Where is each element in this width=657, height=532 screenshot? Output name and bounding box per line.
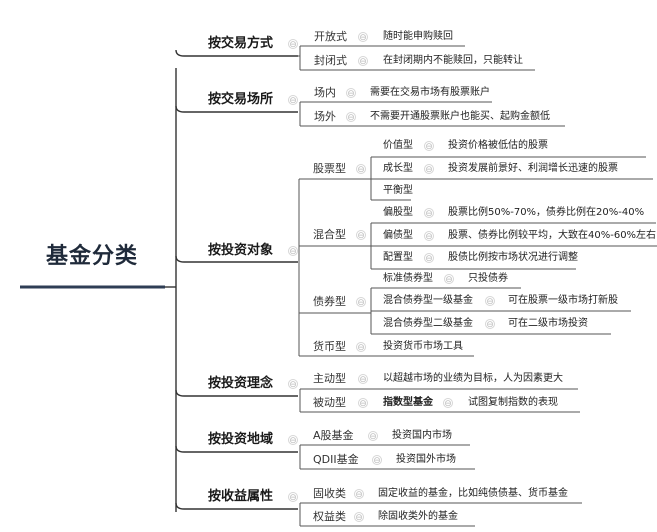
node-closed-end: 封闭式	[314, 54, 347, 67]
node-a-share: A股基金	[313, 429, 354, 442]
desc-mixed-bond-2: 可在二级市场投资	[508, 318, 588, 329]
node-bond-fund: 债券型	[313, 295, 346, 308]
collapse-icon[interactable]: ⊖	[424, 208, 434, 219]
collapse-icon[interactable]: ⊖	[424, 164, 434, 175]
desc-open-end: 随时能申购赎回	[383, 31, 453, 42]
desc-growth: 投资发展前景好、利润增长迅速的股票	[448, 163, 618, 174]
collapse-icon[interactable]: ⊖	[346, 112, 356, 123]
collapse-icon[interactable]: ⊖	[358, 398, 368, 409]
desc-money-fund: 投资货币市场工具	[383, 341, 463, 352]
node-equity-class: 权益类	[313, 510, 346, 523]
desc-equity-class: 除固收类外的基金	[378, 511, 458, 522]
node-passive: 被动型	[313, 396, 346, 409]
collapse-icon[interactable]: ⊖	[424, 253, 434, 264]
desc-fixed-income: 固定收益的基金，比如纯债债基、货币基金	[378, 488, 568, 499]
node-equity-fund: 股票型	[313, 162, 346, 175]
desc-bond-biased: 股票、债券比例较平均，大致在40%-60%左右	[448, 230, 657, 241]
collapse-icon[interactable]: ⊖	[288, 492, 298, 503]
category-return-type: 按收益属性	[208, 489, 274, 504]
collapse-icon[interactable]: ⊖	[358, 32, 368, 43]
node-balanced: 平衡型	[383, 185, 413, 196]
collapse-icon[interactable]: ⊖	[356, 230, 366, 241]
collapse-icon[interactable]: ⊖	[354, 489, 364, 500]
desc-qdii: 投资国外市场	[396, 454, 456, 465]
collapse-icon[interactable]: ⊖	[346, 88, 356, 99]
collapse-icon[interactable]: ⊖	[424, 231, 434, 242]
collapse-icon[interactable]: ⊖	[354, 512, 364, 523]
desc-mixed-bond-1: 可在股票一级市场打新股	[508, 295, 618, 306]
category-elbow	[175, 105, 185, 113]
node-active: 主动型	[313, 372, 346, 385]
desc-allocation: 股债比例按市场状况进行调整	[448, 252, 578, 263]
category-elbow	[175, 445, 185, 453]
collapse-icon[interactable]: ⊖	[485, 319, 495, 330]
category-philosophy: 按投资理念	[208, 376, 274, 391]
collapse-icon[interactable]: ⊖	[443, 398, 453, 409]
collapse-icon[interactable]: ⊖	[424, 141, 434, 152]
collapse-icon[interactable]: ⊖	[288, 379, 298, 390]
collapse-icon[interactable]: ⊖	[288, 39, 298, 50]
node-mixed-bond-1: 混合债券型一级基金	[383, 295, 473, 306]
collapse-icon[interactable]: ⊖	[372, 455, 382, 466]
node-money-fund: 货币型	[313, 340, 346, 353]
collapse-icon[interactable]: ⊖	[356, 164, 366, 175]
desc-off-exchange: 不需要开通股票账户也能买、起购金额低	[370, 111, 550, 122]
category-elbow	[175, 389, 185, 397]
node-on-exchange: 场内	[314, 86, 336, 99]
root-title: 基金分类	[46, 244, 139, 269]
desc-on-exchange: 需要在交易市场有股票账户	[370, 87, 490, 98]
collapse-icon[interactable]: ⊖	[356, 342, 366, 353]
category-investment-object: 按投资对象	[208, 243, 274, 258]
collapse-icon[interactable]: ⊖	[288, 435, 298, 446]
node-fixed-income: 固收类	[313, 487, 346, 500]
collapse-icon[interactable]: ⊖	[356, 297, 366, 308]
category-elbow	[175, 502, 185, 510]
node-standard-bond: 标准债券型	[383, 273, 433, 284]
collapse-icon[interactable]: ⊖	[444, 274, 454, 285]
desc-closed-end: 在封闭期内不能赎回，只能转让	[383, 55, 523, 66]
node-value: 价值型	[383, 140, 413, 151]
collapse-icon[interactable]: ⊖	[288, 246, 298, 257]
category-trade-method: 按交易方式	[208, 36, 274, 51]
desc-passive: 试图复制指数的表现	[468, 397, 558, 408]
category-elbow	[175, 49, 185, 57]
collapse-icon[interactable]: ⊖	[288, 95, 298, 106]
node-open-end: 开放式	[314, 30, 347, 43]
node-hybrid-fund: 混合型	[313, 228, 346, 241]
desc-equity-biased: 股票比例50%-70%，债券比例在20%-40%	[448, 207, 645, 218]
node-off-exchange: 场外	[314, 110, 336, 123]
collapse-icon[interactable]: ⊖	[358, 56, 368, 67]
desc-active: 以超越市场的业绩为目标，人为因素更大	[383, 373, 563, 384]
category-region: 按投资地域	[208, 432, 274, 447]
desc-value: 投资价格被低估的股票	[448, 140, 548, 151]
node-mixed-bond-2: 混合债券型二级基金	[383, 318, 473, 329]
collapse-icon[interactable]: ⊖	[358, 374, 368, 385]
node-index-fund: 指数型基金	[383, 397, 433, 408]
category-trade-venue: 按交易场所	[208, 92, 274, 107]
node-growth: 成长型	[383, 163, 413, 174]
node-bond-biased: 偏债型	[383, 230, 413, 241]
category-elbow	[175, 255, 185, 263]
collapse-icon[interactable]: ⊖	[368, 431, 378, 442]
node-equity-biased: 偏股型	[383, 207, 413, 218]
node-allocation: 配置型	[383, 252, 413, 263]
desc-a-share: 投资国内市场	[392, 430, 452, 441]
collapse-icon[interactable]: ⊖	[485, 296, 495, 307]
desc-standard-bond: 只投债券	[468, 273, 508, 284]
node-qdii: QDII基金	[313, 453, 359, 466]
